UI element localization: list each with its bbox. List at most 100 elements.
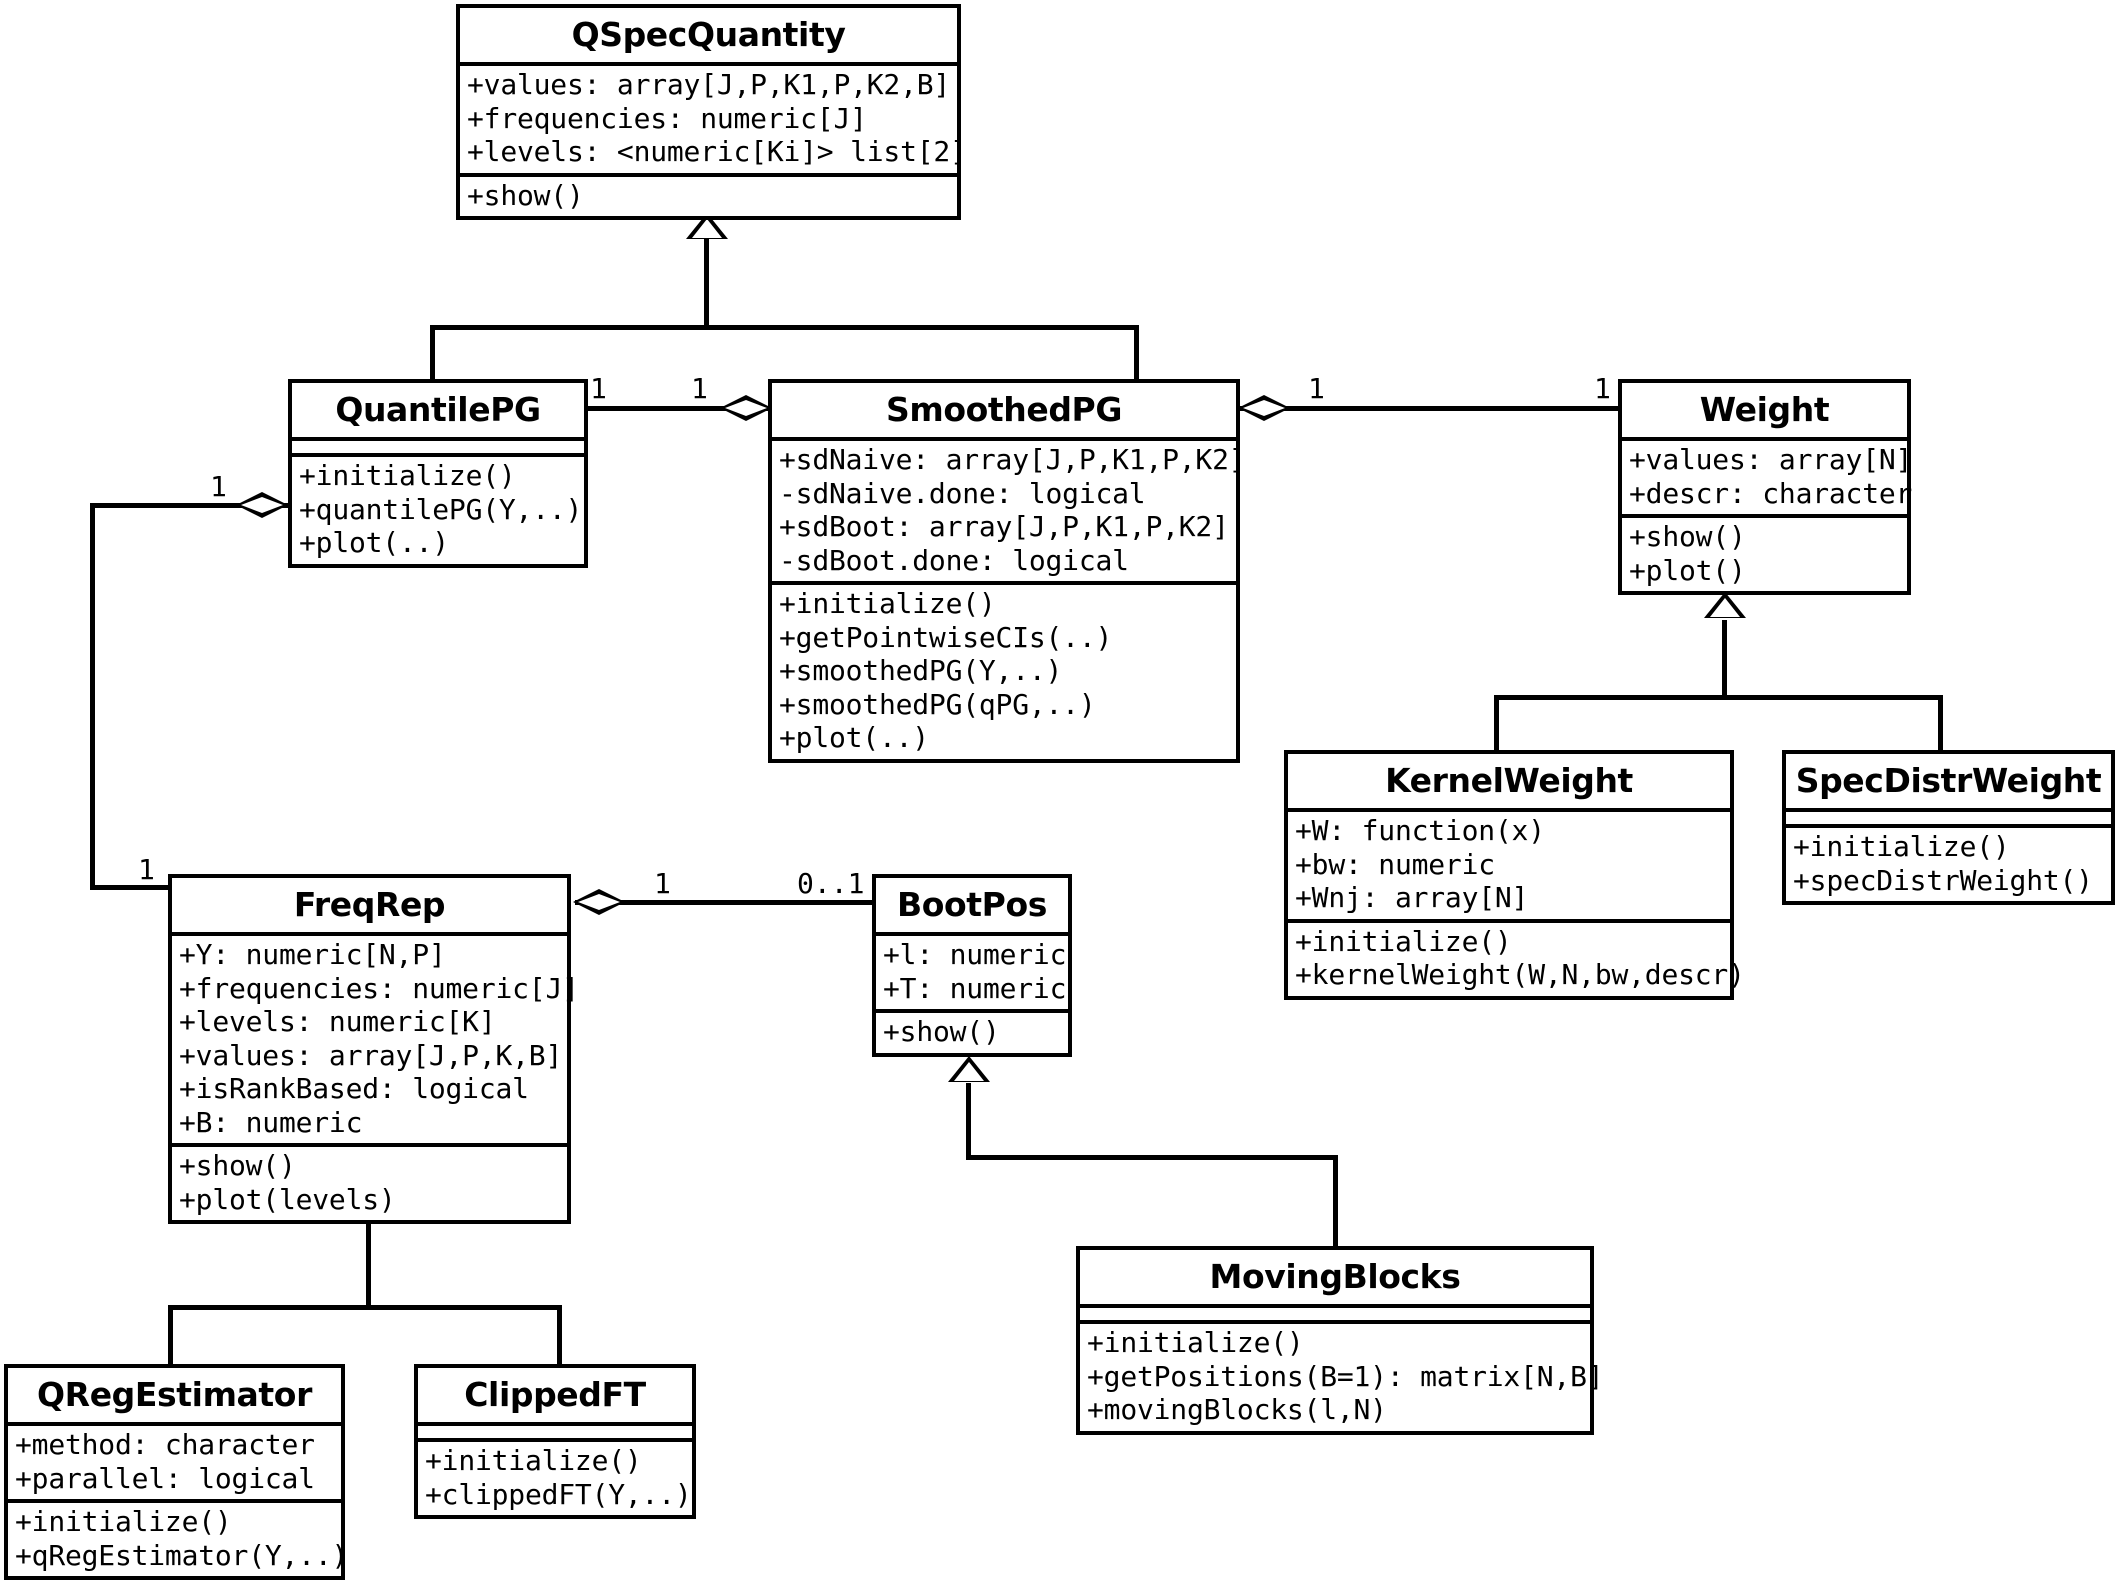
class-title-clippedft: ClippedFT [418, 1368, 692, 1426]
multiplicity-freqrep-bootpos-target: 0..1 [797, 867, 865, 900]
attribute-row: +sdBoot: array[J,P,K1,P,K2] [779, 510, 1229, 543]
method-row: +kernelWeight(W,N,bw,descr) [1295, 958, 1745, 991]
method-row: +show() [179, 1149, 296, 1182]
attribute-row: -sdNaive.done: logical [779, 476, 1146, 510]
class-box-freqrep[interactable]: FreqRep +Y: numeric[N,P] +frequencies: n… [168, 874, 579, 1224]
class-methods-bootpos: +show() [876, 1013, 1068, 1053]
class-methods-freqrep: +show() +plot(levels) [172, 1147, 567, 1220]
method-row: +smoothedPG(Y,..) [779, 654, 1063, 687]
class-attributes-quantilepg [292, 441, 584, 457]
method-row: +plot(..) [299, 526, 449, 559]
class-title-weight: Weight [1622, 383, 1907, 441]
class-attributes-kernelweight: +W: function(x) +bw: numeric +Wnj: array… [1288, 812, 1730, 923]
multiplicity-freqrep-bootpos-source: 1 [654, 867, 671, 900]
aggregation-diamond-freqrep-bootpos [573, 889, 625, 915]
method-row: +movingBlocks(l,N) [1087, 1393, 1387, 1426]
method-row: +initialize() [1087, 1326, 1304, 1359]
class-attributes-weight: +values: array[N] +descr: character [1622, 441, 1913, 518]
attribute-row: +levels: numeric[K] [179, 1005, 496, 1038]
class-attributes-clippedft [418, 1426, 692, 1442]
method-row: +initialize() [1793, 830, 2010, 863]
method-row: +specDistrWeight() [1793, 863, 2093, 897]
generalization-bus-weight [1494, 695, 1943, 700]
class-title-smoothedpg: SmoothedPG [772, 383, 1236, 441]
class-box-qregestimator[interactable]: QRegEstimator +method: character +parall… [4, 1364, 348, 1580]
class-box-smoothedpg[interactable]: SmoothedPG +sdNaive: array[J,P,K1,P,K2] … [768, 379, 1246, 763]
attribute-row: +values: array[N] [1629, 443, 1913, 476]
association-line-quantilepg-freqrep-bottom [90, 885, 170, 890]
method-row: +getPointwiseCIs(..) [779, 620, 1113, 654]
multiplicity-quantilepg-freqrep-target: 1 [138, 853, 155, 886]
class-title-kernelweight: KernelWeight [1288, 754, 1730, 812]
attribute-row: +frequencies: numeric[J] [179, 971, 579, 1005]
attribute-row: +frequencies: numeric[J] [467, 101, 867, 135]
attribute-row: +values: array[J,P,K,B] [179, 1038, 563, 1072]
method-row: +initialize() [425, 1444, 642, 1477]
generalization-line-to-weight [1722, 620, 1727, 700]
multiplicity-smoothedpg-weight-target: 1 [1594, 372, 1611, 405]
method-row: +show() [883, 1015, 1000, 1048]
association-line-smoothedpg-weight [1240, 406, 1620, 411]
method-row: +quantilePG(Y,..) [299, 492, 583, 526]
multiplicity-smoothedpg-weight-source: 1 [1308, 372, 1325, 405]
class-title-qregestimator: QRegEstimator [8, 1368, 341, 1426]
class-methods-clippedft: +initialize() +clippedFT(Y,..) [418, 1442, 692, 1515]
class-title-qspecquantity: QSpecQuantity [460, 8, 957, 66]
class-box-specdistrweight[interactable]: SpecDistrWeight +initialize() +specDistr… [1782, 750, 2115, 905]
class-box-bootpos[interactable]: BootPos +l: numeric +T: numeric +show() [872, 874, 1072, 1057]
association-line-quantilepg-freqrep-top [90, 503, 288, 508]
class-methods-weight: +show() +plot() [1622, 518, 1907, 591]
class-attributes-qspecquantity: +values: array[J,P,K1,P,K2,B] +frequenci… [460, 66, 967, 177]
method-row: +initialize() [15, 1505, 232, 1538]
attribute-row: +parallel: logical [15, 1461, 315, 1495]
generalization-arrow-weight [1704, 592, 1746, 618]
class-title-freqrep: FreqRep [172, 878, 567, 936]
method-row: +smoothedPG(qPG,..) [779, 687, 1096, 721]
method-row: +show() [467, 178, 584, 212]
multiplicity-quantilepg-smoothedpg-source: 1 [590, 372, 607, 405]
class-attributes-movingblocks [1080, 1308, 1590, 1324]
method-row: +plot() [1629, 553, 1746, 587]
class-box-clippedft[interactable]: ClippedFT +initialize() +clippedFT(Y,..) [414, 1364, 696, 1519]
association-line-quantilepg-smoothedpg [588, 406, 804, 411]
generalization-branch-clippedft [557, 1305, 562, 1367]
class-box-kernelweight[interactable]: KernelWeight +W: function(x) +bw: numeri… [1284, 750, 1745, 1000]
attribute-row: +B: numeric [179, 1105, 363, 1139]
aggregation-diamond-quantilepg-smoothedpg [720, 395, 772, 421]
class-methods-qregestimator: +initialize() +qRegEstimator(Y,..) [8, 1503, 348, 1576]
multiplicity-quantilepg-smoothedpg-target: 1 [691, 372, 708, 405]
attribute-row: -sdBoot.done: logical [779, 543, 1129, 577]
class-title-quantilepg: QuantilePG [292, 383, 584, 441]
method-row: +plot(..) [779, 721, 929, 754]
attribute-row: +method: character [15, 1428, 315, 1461]
class-methods-specdistrweight: +initialize() +specDistrWeight() [1786, 828, 2111, 901]
class-attributes-bootpos: +l: numeric +T: numeric [876, 936, 1068, 1013]
class-title-specdistrweight: SpecDistrWeight [1786, 754, 2111, 812]
attribute-row: +sdNaive: array[J,P,K1,P,K2] [779, 443, 1246, 476]
attribute-row: +levels: <numeric[Ki]> list[2] [467, 135, 967, 168]
aggregation-diamond-smoothedpg-weight [1238, 395, 1290, 421]
attribute-row: +descr: character [1629, 476, 1913, 510]
attribute-row: +isRankBased: logical [179, 1072, 529, 1105]
class-box-movingblocks[interactable]: MovingBlocks +initialize() +getPositions… [1076, 1246, 1604, 1435]
class-attributes-freqrep: +Y: numeric[N,P] +frequencies: numeric[J… [172, 936, 579, 1147]
aggregation-diamond-quantilepg-freqrep [236, 492, 288, 518]
generalization-line-to-qspecquantity [704, 215, 709, 330]
class-box-weight[interactable]: Weight +values: array[N] +descr: charact… [1618, 379, 1913, 595]
generalization-arrow-bootpos [948, 1056, 990, 1082]
class-methods-movingblocks: +initialize() +getPositions(B=1): matrix… [1080, 1324, 1604, 1431]
class-title-movingblocks: MovingBlocks [1080, 1250, 1590, 1308]
generalization-bus-bootpos [966, 1155, 1338, 1160]
class-attributes-smoothedpg: +sdNaive: array[J,P,K1,P,K2] -sdNaive.do… [772, 441, 1246, 585]
class-box-quantilepg[interactable]: QuantilePG +initialize() +quantilePG(Y,.… [288, 379, 588, 568]
method-row: +initialize() [1295, 924, 1512, 958]
attribute-row: +W: function(x) [1295, 814, 1545, 847]
association-line-quantilepg-freqrep-vert [90, 503, 95, 890]
method-row: +getPositions(B=1): matrix[N,B] [1087, 1359, 1604, 1393]
attribute-row: +Y: numeric[N,P] [179, 938, 446, 971]
generalization-branch-kernelweight [1494, 695, 1499, 752]
association-line-freqrep-bootpos [575, 900, 875, 905]
generalization-branch-quantilepg [430, 325, 435, 380]
class-box-qspecquantity[interactable]: QSpecQuantity +values: array[J,P,K1,P,K2… [456, 4, 967, 220]
